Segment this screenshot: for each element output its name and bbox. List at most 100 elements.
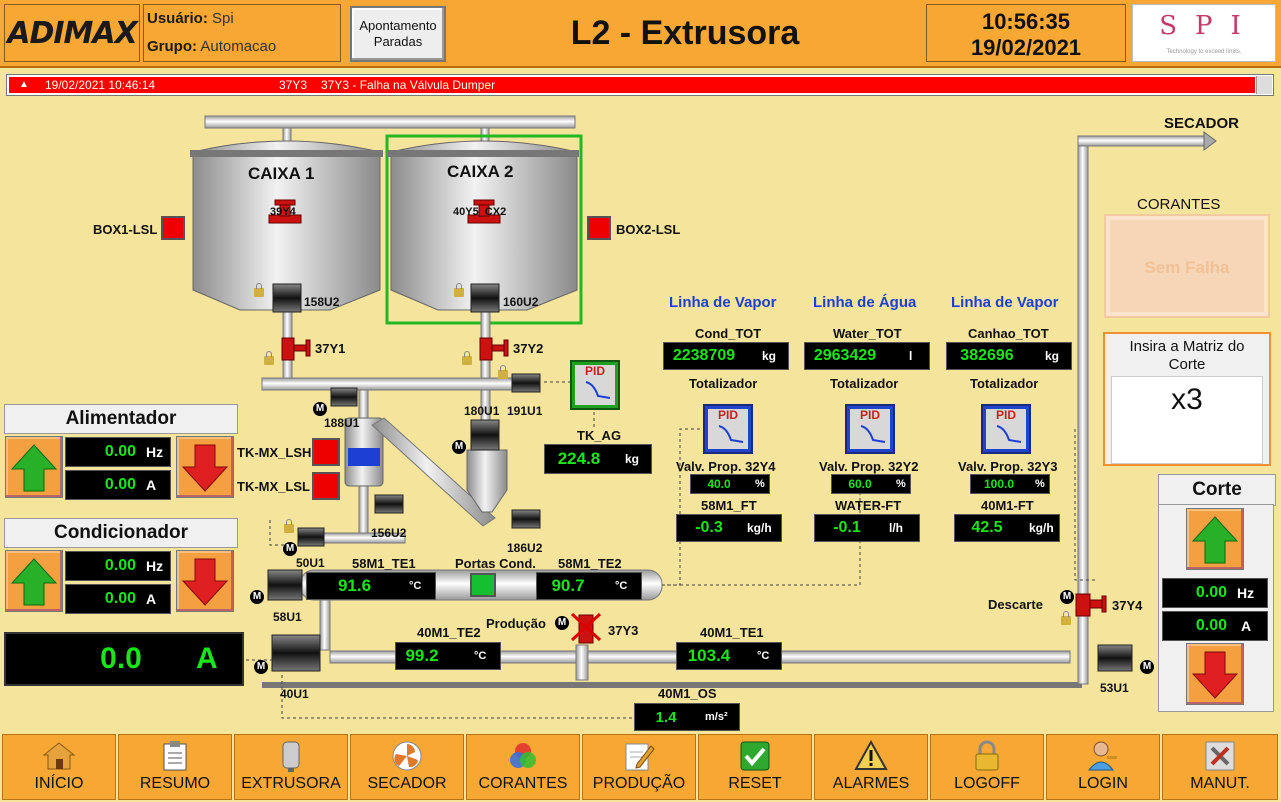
motor-156u2-label: 156U2	[371, 526, 407, 540]
line-1-tot-display: 2963429 l	[804, 342, 930, 370]
alarm-banner[interactable]: ▲ 19/02/2021 10:46:14 37Y3 37Y3 - Falha …	[6, 74, 1274, 96]
pid-curve-icon	[585, 381, 611, 399]
alimentador-a-unit: A	[146, 477, 157, 493]
line-1-pid-button[interactable]: PID	[845, 404, 895, 454]
box2-lsl-indicator	[587, 216, 611, 240]
spi-logo: SPI Technology to exceed limits.	[1132, 4, 1276, 62]
condicionador-down-button[interactable]	[176, 550, 234, 612]
clock: 10:56:35 19/02/2021	[926, 4, 1126, 62]
line-2-valve-display: 100.0 %	[970, 474, 1050, 494]
line-1-totalizador: Totalizador	[830, 376, 899, 391]
tk-ag-label: TK_AG	[577, 428, 622, 443]
line-2-tot-unit: kg	[1045, 349, 1060, 363]
alimentador-down-button[interactable]	[176, 436, 234, 498]
corte-a-display: 0.00 A	[1162, 611, 1268, 641]
line-2-title: Linha de Vapor	[951, 294, 1059, 311]
nav-alarmes-button[interactable]: ALARMES	[814, 734, 928, 800]
te1-unit: °C	[409, 580, 422, 592]
te40-1-label: 40M1_TE1	[700, 625, 764, 640]
secador-label: SECADOR	[1164, 115, 1240, 132]
user-icon	[1047, 739, 1159, 773]
fan-icon	[351, 739, 463, 773]
alimentador-hz-value: 0.00	[104, 443, 136, 460]
line-2-ft-value: 42.5	[971, 519, 1003, 536]
motor-indicator-icon: M	[452, 440, 466, 454]
line-0-tot-value: 2238709	[672, 347, 736, 364]
tk-ag-pid-button[interactable]: PID	[570, 360, 620, 410]
matriz-input[interactable]: x3	[1111, 376, 1263, 464]
nav-secador-button[interactable]: SECADOR	[350, 734, 464, 800]
nav-inicio-button[interactable]: INÍCIO	[2, 734, 116, 800]
arrow-down-icon	[181, 444, 229, 492]
lock-icon[interactable]	[454, 283, 464, 297]
condicionador-title: Condicionador	[4, 518, 238, 548]
corte-title: Corte	[1158, 474, 1276, 506]
te40-2-label: 40M1_TE2	[417, 625, 481, 640]
lock-icon[interactable]	[284, 519, 294, 533]
user-value: Spi	[212, 10, 234, 27]
arrow-down-icon	[1191, 651, 1239, 699]
lock-icon[interactable]	[254, 283, 264, 297]
line-1-tot-value: 2963429	[813, 347, 877, 364]
nav-reset-button[interactable]: RESET	[698, 734, 812, 800]
line-1-title: Linha de Água	[813, 294, 917, 311]
lock-icon[interactable]	[264, 351, 274, 365]
caixa-1-label: CAIXA 1	[248, 164, 315, 183]
alarm-scrollbar[interactable]	[1256, 76, 1272, 94]
clipboard-icon	[119, 739, 231, 773]
line-1-tot-unit: l	[909, 349, 913, 363]
line-1-valve-unit: %	[896, 478, 906, 490]
color-icon	[467, 739, 579, 773]
caixa-2-tank	[390, 140, 578, 311]
nav-producao-button[interactable]: PRODUÇÃO	[582, 734, 696, 800]
te2-display: 90.7 °C	[536, 572, 642, 600]
caixa-2-label: CAIXA 2	[447, 162, 514, 181]
line-0-tot-display: 2238709 kg	[663, 342, 789, 370]
corantes-status-button[interactable]: Sem Falha	[1104, 214, 1270, 318]
alimentador-hz-unit: Hz	[146, 444, 164, 460]
alimentador-up-button[interactable]	[5, 436, 63, 498]
alarm-row[interactable]: ▲ 19/02/2021 10:46:14 37Y3 37Y3 - Falha …	[9, 77, 1255, 93]
condicionador-up-button[interactable]	[5, 550, 63, 612]
nav-login-button[interactable]: LOGIN	[1046, 734, 1160, 800]
lock-icon	[931, 739, 1043, 773]
line-2-pid-button[interactable]: PID	[981, 404, 1031, 454]
nav-resumo-button[interactable]: RESUMO	[118, 734, 232, 800]
main-current-value: 0.0	[100, 642, 142, 675]
valve-39y4-label: 39Y4	[270, 206, 296, 218]
nav-extrusora-button[interactable]: EXTRUSORA	[234, 734, 348, 800]
line-1-valve-display: 60.0 %	[831, 474, 911, 494]
spi-tagline: Technology to exceed limits.	[1166, 49, 1242, 55]
tk-mx-lsh-indicator	[312, 438, 340, 466]
line-0-pid-button[interactable]: PID	[703, 404, 753, 454]
te1-value: 91.6	[337, 576, 372, 595]
motor-indicator-icon: M	[313, 402, 327, 416]
nav-resumo-label: RESUMO	[139, 775, 211, 792]
clock-time: 10:56:35	[981, 9, 1071, 34]
te40-1-display: 103.4 °C	[676, 642, 782, 670]
valve-40y5-label: 40Y5_CX2	[453, 206, 507, 218]
group-label: Grupo:	[147, 38, 197, 55]
check-icon	[699, 739, 811, 773]
line-0-ft-label: 58M1_FT	[701, 498, 757, 513]
line-1-ft-value: -0.1	[833, 519, 861, 536]
warning-icon	[815, 739, 927, 773]
spi-logo-letters: SPI	[1159, 11, 1259, 41]
corte-hz-display: 0.00 Hz	[1162, 578, 1268, 608]
lock-icon[interactable]	[1061, 611, 1071, 625]
top-pipe	[204, 115, 576, 129]
line-2-valve-label: Valv. Prop. 32Y3	[958, 459, 1058, 474]
line-0-valve-value: 40.0	[707, 477, 731, 491]
arrow-down-icon	[181, 558, 229, 606]
nav-logoff-button[interactable]: LOGOFF	[930, 734, 1044, 800]
line-0-valve-label: Valv. Prop. 32Y4	[676, 459, 776, 474]
nav-corantes-button[interactable]: CORANTES	[466, 734, 580, 800]
motor-indicator-icon: M	[283, 542, 297, 556]
corte-up-button[interactable]	[1186, 508, 1244, 570]
lock-icon[interactable]	[498, 365, 508, 379]
header-bar: ADIMAX Usuário: Spi Grupo: Automacao Apo…	[0, 0, 1281, 68]
corte-down-button[interactable]	[1186, 643, 1244, 705]
nav-manut-button[interactable]: MANUT.	[1162, 734, 1278, 800]
lock-icon[interactable]	[462, 351, 472, 365]
apontamento-paradas-button[interactable]: Apontamento Paradas	[350, 6, 446, 62]
